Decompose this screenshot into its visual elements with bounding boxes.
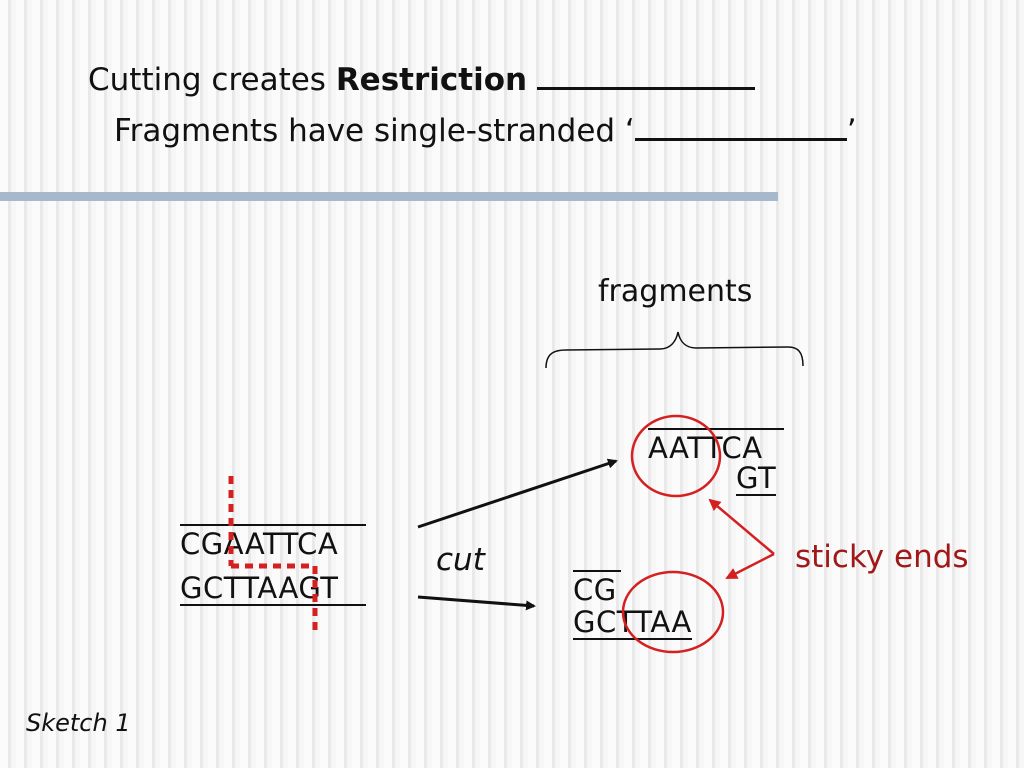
sticky-end-circle-upper — [630, 414, 722, 498]
title-line-1: Cutting creates Restriction — [88, 61, 755, 98]
left-fragment-bottom-strand: GCTTAA — [573, 605, 692, 640]
title-line-2-text: Fragments have single-stranded ‘ — [114, 113, 635, 149]
fragments-label: fragments — [598, 274, 753, 309]
original-bottom-strand: GCTTAAGT — [180, 572, 366, 606]
cut-label: cut — [436, 542, 485, 578]
cut-site-dotted-line — [228, 476, 318, 630]
title-line-2: Fragments have single-stranded ‘ ’ — [114, 112, 857, 149]
sticky-end-circle-lower — [621, 570, 725, 654]
fill-in-blank-2 — [634, 112, 847, 141]
original-top-strand: CGAATTCA — [180, 524, 366, 560]
title-bold-term: Restriction — [335, 62, 528, 98]
cut-arrow-upper — [417, 458, 618, 529]
sticky-pointer-arrow-upper — [708, 498, 775, 555]
sticky-pointer-arrow-lower — [725, 552, 775, 580]
fragments-brace — [545, 331, 804, 369]
accent-bar — [0, 192, 778, 201]
sketch-caption: Sketch 1 — [26, 709, 131, 737]
title-prefix: Cutting creates — [88, 62, 336, 98]
cut-arrow-lower — [417, 595, 536, 611]
left-fragment-top-strand: CG — [573, 570, 621, 606]
right-fragment-top-strand: AATTCA — [648, 428, 784, 464]
sticky-ends-label: sticky ends — [795, 539, 969, 575]
fill-in-blank-1 — [536, 61, 755, 90]
right-fragment-bottom-strand: GT — [736, 461, 777, 496]
title-line-2-end: ’ — [846, 113, 857, 149]
